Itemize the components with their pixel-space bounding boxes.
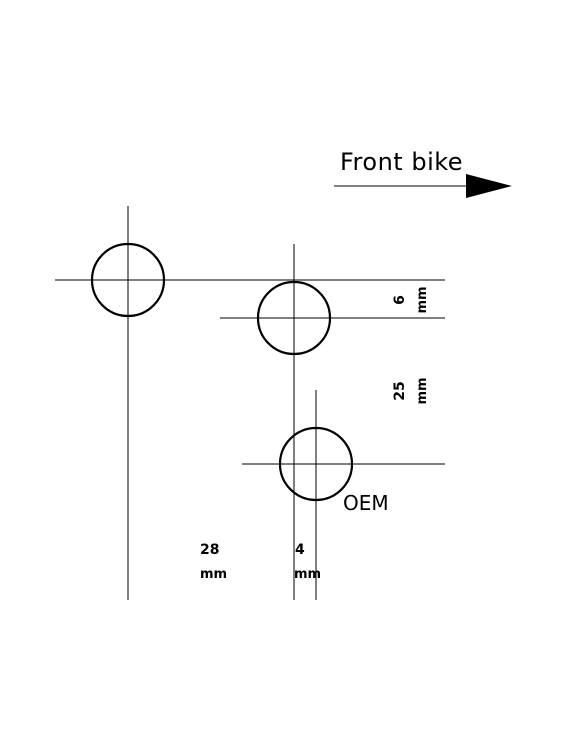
dimension-vertical-large: 25 mm: [392, 377, 430, 404]
dimension-4-unit: mm: [294, 567, 321, 582]
arrow-right-icon: [466, 174, 512, 198]
dimension-4-value: 4: [295, 542, 305, 558]
dimension-28-value: 28: [200, 542, 219, 558]
hole-left: [55, 206, 445, 600]
hole-middle: [220, 244, 445, 600]
oem-label: OEM: [343, 491, 389, 515]
dimension-vertical-small: 6 mm: [392, 286, 430, 313]
dimension-horizontal-large: 28 mm: [200, 542, 227, 582]
dimension-25-unit: mm: [415, 377, 430, 404]
dimension-6-unit: mm: [415, 286, 430, 313]
hole-oem: OEM: [242, 390, 445, 600]
dimension-28-unit: mm: [200, 567, 227, 582]
front-bike-label: Front bike: [340, 148, 463, 176]
dimension-horizontal-small: 4 mm: [294, 542, 321, 582]
dimension-25-value: 25: [392, 381, 408, 400]
hole-middle-circle: [256, 280, 332, 356]
hole-left-circle: [90, 242, 166, 318]
front-direction-indicator: Front bike: [334, 148, 512, 198]
hole-oem-circle: [278, 426, 354, 502]
dimension-6-value: 6: [392, 295, 408, 305]
